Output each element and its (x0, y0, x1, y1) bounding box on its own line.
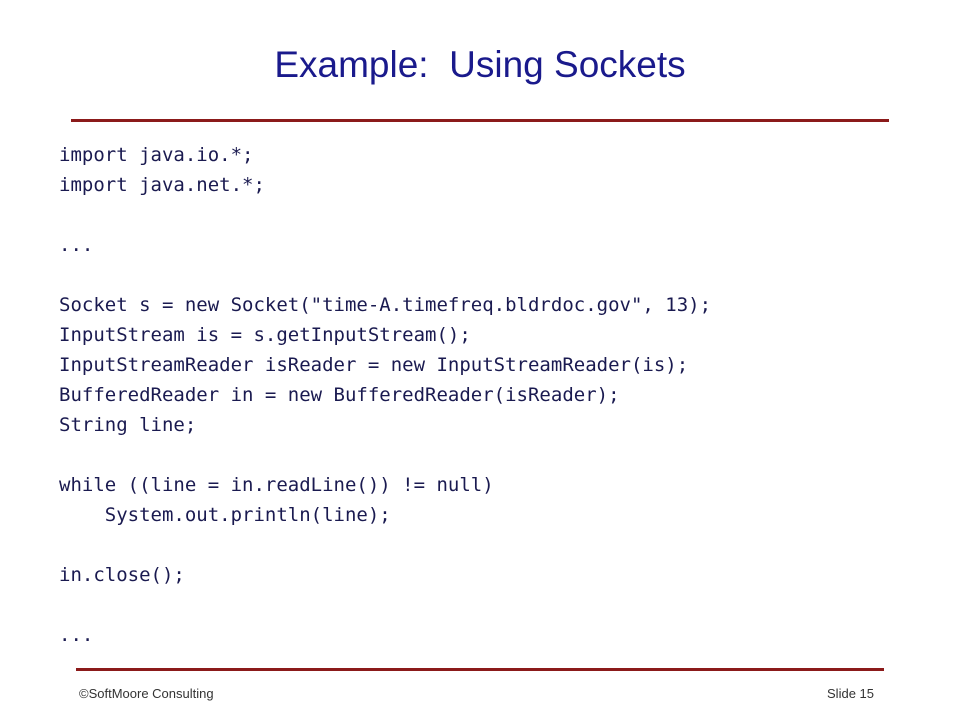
code-line: InputStreamReader isReader = new InputSt… (59, 354, 689, 376)
code-line (59, 200, 939, 230)
code-line: String line; (59, 414, 197, 436)
code-line: ... (59, 234, 94, 256)
footer-copyright: ©SoftMoore Consulting (79, 686, 214, 701)
code-line: ... (59, 624, 94, 646)
code-line: while ((line = in.readLine()) != null) (59, 474, 494, 496)
code-line: Socket s = new Socket("time-A.timefreq.b… (59, 294, 712, 316)
code-block: import java.io.*; import java.net.*; ...… (59, 140, 939, 650)
code-line (59, 590, 939, 620)
code-line: in.close(); (59, 564, 185, 586)
title-divider (71, 119, 889, 122)
code-line (59, 440, 939, 470)
code-line (59, 530, 939, 560)
code-line: import java.net.*; (59, 174, 265, 196)
code-line: BufferedReader in = new BufferedReader(i… (59, 384, 620, 406)
code-line (59, 260, 939, 290)
footer-divider (76, 668, 884, 671)
code-line: import java.io.*; (59, 144, 254, 166)
slide-title: Example: Using Sockets (274, 44, 686, 85)
code-line: System.out.println(line); (59, 504, 391, 526)
footer-slide-number: Slide 15 (827, 686, 874, 701)
code-line: InputStream is = s.getInputStream(); (59, 324, 471, 346)
